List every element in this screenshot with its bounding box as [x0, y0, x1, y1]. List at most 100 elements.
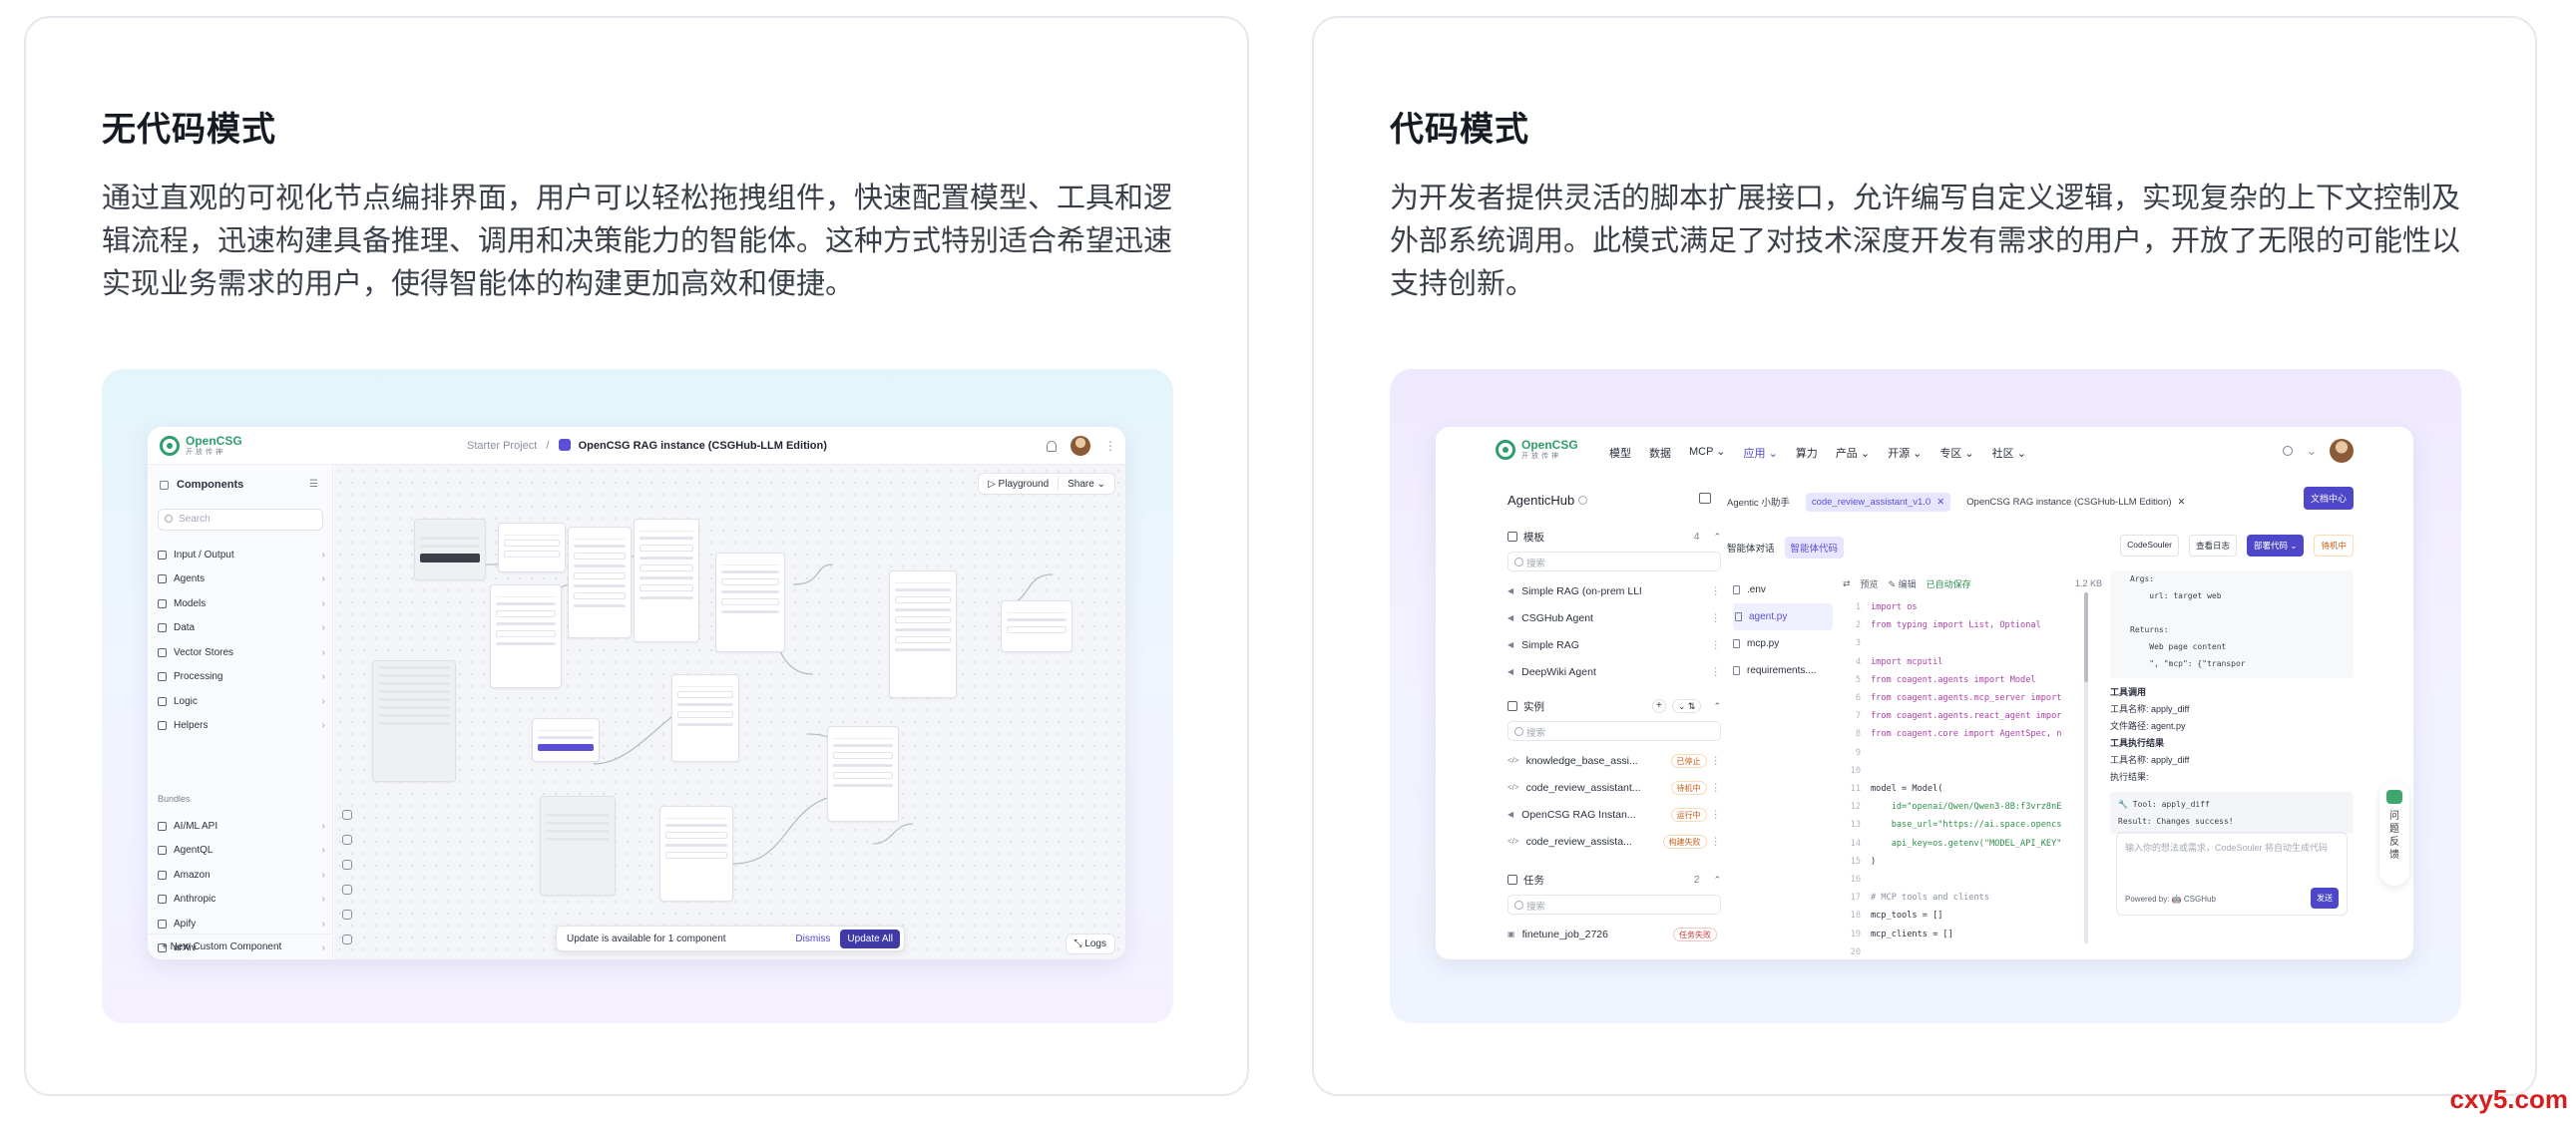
more-icon[interactable]: ⋮ — [1710, 584, 1722, 597]
sidebar-item-agents[interactable]: Agents› — [158, 567, 325, 592]
flow-node[interactable] — [414, 519, 486, 580]
fit-view-icon[interactable] — [342, 860, 352, 870]
sort-button[interactable]: ⌄ ⇅ — [1671, 699, 1702, 713]
doc-center-button[interactable]: 文档中心 — [2303, 487, 2354, 510]
breadcrumb-project[interactable]: Starter Project — [467, 440, 538, 452]
flow-node[interactable] — [715, 553, 785, 652]
nav-compute[interactable]: 算力 — [1795, 448, 1818, 460]
sidebar-item-data[interactable]: Data› — [158, 616, 325, 641]
note-icon[interactable] — [342, 885, 352, 895]
deploy-code-button[interactable]: 部署代码 ⌄ — [2247, 535, 2305, 557]
nav-mcp[interactable]: MCP ⌄ — [1689, 446, 1726, 458]
list-item[interactable]: ◀CSGHub Agent⋮ — [1507, 604, 1721, 631]
nav-products[interactable]: 产品 ⌄ — [1835, 448, 1871, 460]
sidebar-item-agentql[interactable]: AgentQL› — [158, 839, 325, 864]
sidebar-item-apify[interactable]: Apify› — [158, 912, 325, 936]
file-item[interactable]: requirements.... — [1733, 657, 1833, 684]
sidebar-item-models[interactable]: Models› — [158, 591, 325, 616]
more-icon[interactable]: ⋮ — [1710, 611, 1722, 624]
list-item[interactable]: </>code_review_assista...构建失败⋮ — [1507, 828, 1721, 855]
close-icon[interactable]: ✕ — [1936, 496, 1945, 508]
logs-button[interactable]: ⤡ Logs — [1065, 934, 1115, 954]
more-icon[interactable]: ⋮ — [1710, 638, 1722, 651]
flow-node[interactable] — [568, 527, 632, 638]
tasks-header[interactable]: 任务 2 ⌃ — [1507, 870, 1721, 890]
add-icon[interactable]: + — [1651, 699, 1666, 713]
sidebar-item-amazon[interactable]: Amazon› — [158, 863, 325, 888]
sidebar-item-arxiv[interactable]: arXiv› — [158, 936, 325, 960]
feedback-button[interactable]: 问题反馈 — [2379, 782, 2409, 886]
sidebar-item-vector-stores[interactable]: Vector Stores› — [158, 640, 325, 665]
file-item[interactable]: mcp.py — [1733, 630, 1833, 657]
nav-opensource[interactable]: 开源 ⌄ — [1888, 448, 1923, 460]
update-all-button[interactable]: Update All — [840, 929, 900, 948]
lock-icon[interactable] — [342, 910, 352, 920]
nav-apps[interactable]: 应用 ⌄ — [1743, 448, 1778, 460]
share-button[interactable]: Share ⌄ — [1068, 478, 1105, 490]
file-item[interactable]: .env — [1733, 576, 1833, 603]
nav-zones[interactable]: 专区 ⌄ — [1939, 448, 1974, 460]
code-icon[interactable] — [342, 934, 352, 944]
help-icon[interactable] — [1578, 496, 1588, 505]
tasks-search-input[interactable]: 搜索 — [1507, 895, 1721, 915]
sidebar-collapse-icon[interactable] — [1699, 493, 1711, 504]
more-icon[interactable]: ⋮ — [1104, 439, 1116, 453]
nav-models[interactable]: 模型 — [1609, 448, 1631, 460]
file-item[interactable]: agent.py — [1733, 603, 1833, 630]
sidebar-item-input-output[interactable]: Input / Output› — [158, 543, 325, 567]
tab-agent-code[interactable]: 智能体代码 — [1784, 537, 1845, 559]
list-item[interactable]: ◀Simple RAG (on-prem LLM)⋮ — [1507, 577, 1721, 604]
new-custom-component-button[interactable]: + New Custom Component — [148, 934, 332, 959]
nav-datasets[interactable]: 数据 — [1649, 448, 1671, 460]
preview-button[interactable]: 预览 — [1860, 578, 1879, 589]
list-item[interactable]: ◀Simple RAG⋮ — [1507, 631, 1721, 658]
list-item[interactable]: </>code_review_assistant...待机中⋮ — [1507, 774, 1721, 801]
instances-search-input[interactable]: 搜索 — [1507, 721, 1721, 741]
sidebar-item-helpers[interactable]: Helpers› — [158, 714, 325, 739]
templates-header[interactable]: 模板 4 ⌃ — [1507, 527, 1721, 547]
tab-code-review-assistant[interactable]: code_review_assistant_v1.0✕ — [1805, 492, 1951, 512]
chat-input[interactable]: 输入你的想法或需求，CodeSouler 将自动生成代码 Powered by:… — [2116, 832, 2348, 916]
send-button[interactable]: 发送 — [2311, 888, 2339, 909]
zoom-out-icon[interactable] — [342, 835, 352, 845]
more-icon[interactable]: ⋮ — [1710, 835, 1722, 848]
flow-node[interactable] — [532, 718, 600, 762]
avatar[interactable] — [1071, 436, 1090, 456]
tab-rag-instance[interactable]: OpenCSG RAG instance (CSGHub-LLM Edition… — [1960, 493, 2191, 512]
more-icon[interactable]: ⋮ — [1710, 754, 1722, 767]
codesouler-button[interactable]: CodeSouler — [2120, 535, 2179, 557]
flow-canvas[interactable]: ▷ Playground Share ⌄ — [334, 465, 1125, 959]
more-icon[interactable]: ⋮ — [1710, 808, 1722, 821]
flow-node[interactable] — [1001, 600, 1073, 652]
sidebar-item-logic[interactable]: Logic› — [158, 689, 325, 714]
chevron-down-icon[interactable]: ⌄ — [2306, 444, 2317, 458]
list-item[interactable]: ◀OpenCSG RAG Instan...运行中⋮ — [1507, 801, 1721, 828]
filter-icon[interactable]: ☰ — [309, 479, 318, 490]
edit-button[interactable]: ✎ 编辑 — [1888, 578, 1917, 589]
flow-node[interactable] — [372, 660, 456, 782]
close-icon[interactable]: ✕ — [2177, 496, 2186, 508]
component-search-input[interactable]: Search — [158, 509, 323, 531]
flow-node[interactable] — [490, 584, 562, 688]
flow-node[interactable] — [540, 796, 616, 896]
avatar[interactable] — [2330, 439, 2354, 463]
sidebar-item-aiml-api[interactable]: AI/ML API› — [158, 814, 325, 839]
view-logs-button[interactable]: 查看日志 — [2188, 535, 2237, 557]
opencsg-logo[interactable]: OpenCSG 开放传神 — [1496, 439, 1578, 461]
playground-button[interactable]: ▷ Playground — [988, 478, 1050, 490]
sidebar-item-processing[interactable]: Processing› — [158, 665, 325, 690]
list-item[interactable]: </>knowledge_base_assi...已停止⋮ — [1507, 747, 1721, 774]
flow-node[interactable] — [634, 519, 699, 642]
language-icon[interactable] — [2282, 446, 2293, 456]
opencsg-logo[interactable]: OpenCSG 开放传神 — [160, 435, 242, 457]
zoom-in-icon[interactable] — [342, 810, 352, 820]
dismiss-button[interactable]: Dismiss — [795, 933, 831, 944]
flow-node[interactable] — [827, 726, 899, 822]
instances-header[interactable]: 实例 + ⌄ ⇅ ⌃ — [1507, 696, 1721, 716]
more-icon[interactable]: ⋮ — [1710, 781, 1722, 794]
tree-toggle-icon[interactable]: ⇄ — [1843, 577, 1851, 588]
sidebar-item-anthropic[interactable]: Anthropic› — [158, 888, 325, 913]
templates-search-input[interactable]: 搜索 — [1507, 552, 1721, 571]
